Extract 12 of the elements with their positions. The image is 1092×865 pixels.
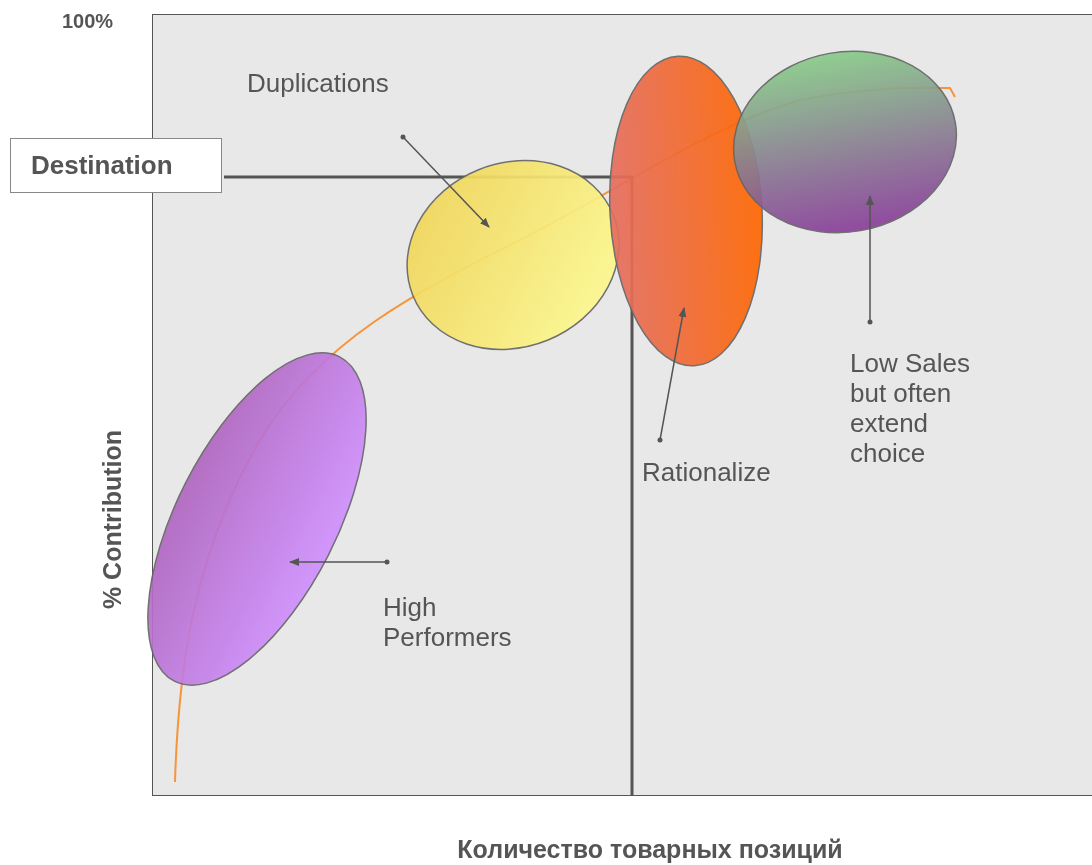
axis-title: % Contribution	[97, 428, 127, 612]
leader-line	[400, 134, 490, 228]
label-text: High Performers	[383, 592, 553, 652]
label-text: Rationalize	[642, 457, 771, 487]
leader-line	[866, 195, 874, 325]
label-text: Duplications	[247, 68, 389, 98]
axis-max-label: 100%	[62, 10, 114, 33]
leader-line	[657, 307, 687, 443]
destination-box: Destination	[10, 138, 222, 193]
label-text: Low Sales but often extend choice	[850, 348, 1010, 468]
axis-title: Количество товарных позиций	[456, 835, 844, 864]
leader-line	[289, 558, 390, 566]
